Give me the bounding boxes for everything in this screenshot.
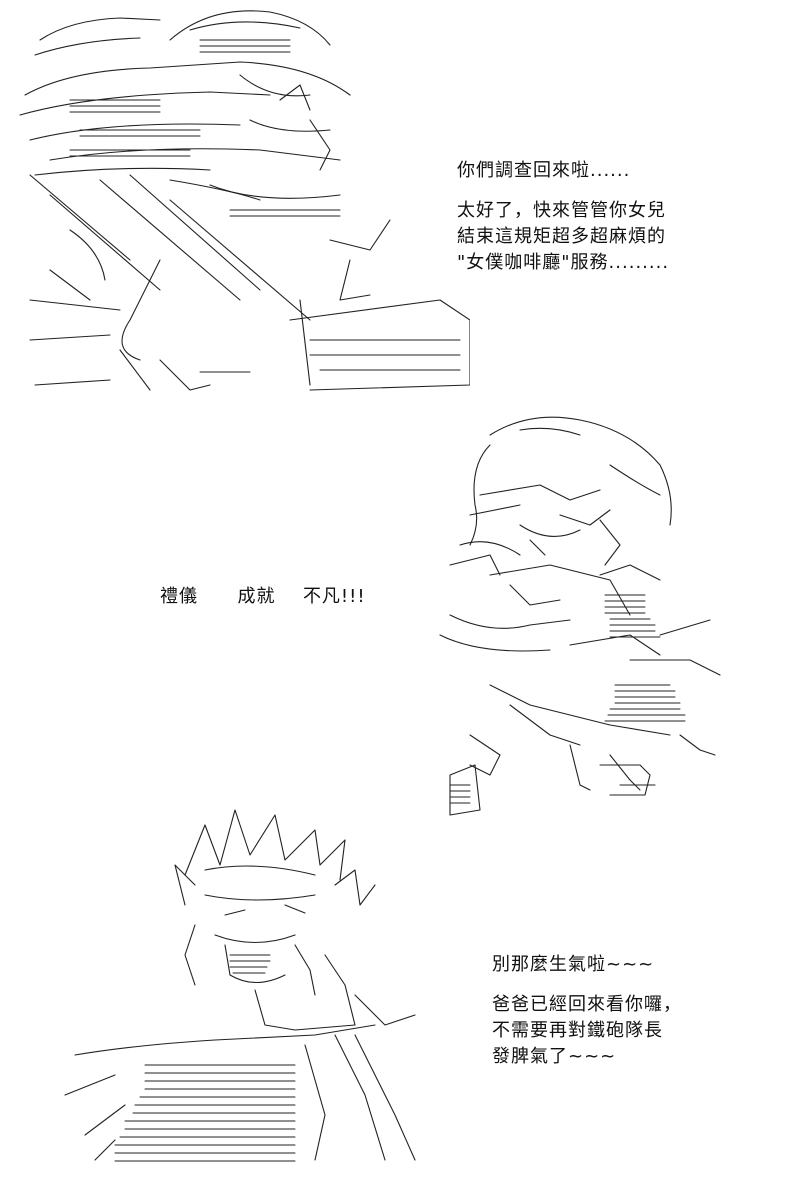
dialogue-line: 爸爸已經回來看你囉，: [492, 994, 682, 1015]
dialogue-top: 你們調查回來啦...... 太好了，快來管管你女兒 結束這規矩超多超麻煩的 "女…: [457, 158, 669, 276]
caption-word-extraordinary: 不凡!!!: [302, 586, 366, 607]
caption-middle: 禮儀 成就 不凡!!!: [160, 582, 366, 608]
dialogue-line: 結束這規矩超多超麻煩的: [457, 226, 666, 247]
dialogue-bottom: 別那麼生氣啦~~~ 爸爸已經回來看你囉， 不需要再對鐵砲隊長 發脾氣了~~~: [492, 952, 682, 1070]
ascii-art-figure-top: [10, 0, 470, 400]
dialogue-line: 你們調查回來啦......: [457, 160, 631, 181]
caption-word-achievement: 成就: [237, 586, 276, 607]
ascii-art-figure-middle: [430, 405, 730, 835]
dialogue-line: 發脾氣了~~~: [492, 1046, 617, 1067]
ascii-art-figure-bottom: [55, 795, 455, 1170]
dialogue-line: 不需要再對鐵砲隊長: [492, 1020, 663, 1041]
dialogue-line: 太好了，快來管管你女兒: [457, 200, 666, 221]
caption-word-etiquette: 禮儀: [160, 586, 198, 607]
dialogue-gap: [492, 978, 682, 992]
dialogue-line: "女僕咖啡廳"服務.........: [457, 252, 670, 273]
dialogue-gap: [457, 184, 669, 198]
dialogue-line: 別那麼生氣啦~~~: [492, 954, 655, 975]
